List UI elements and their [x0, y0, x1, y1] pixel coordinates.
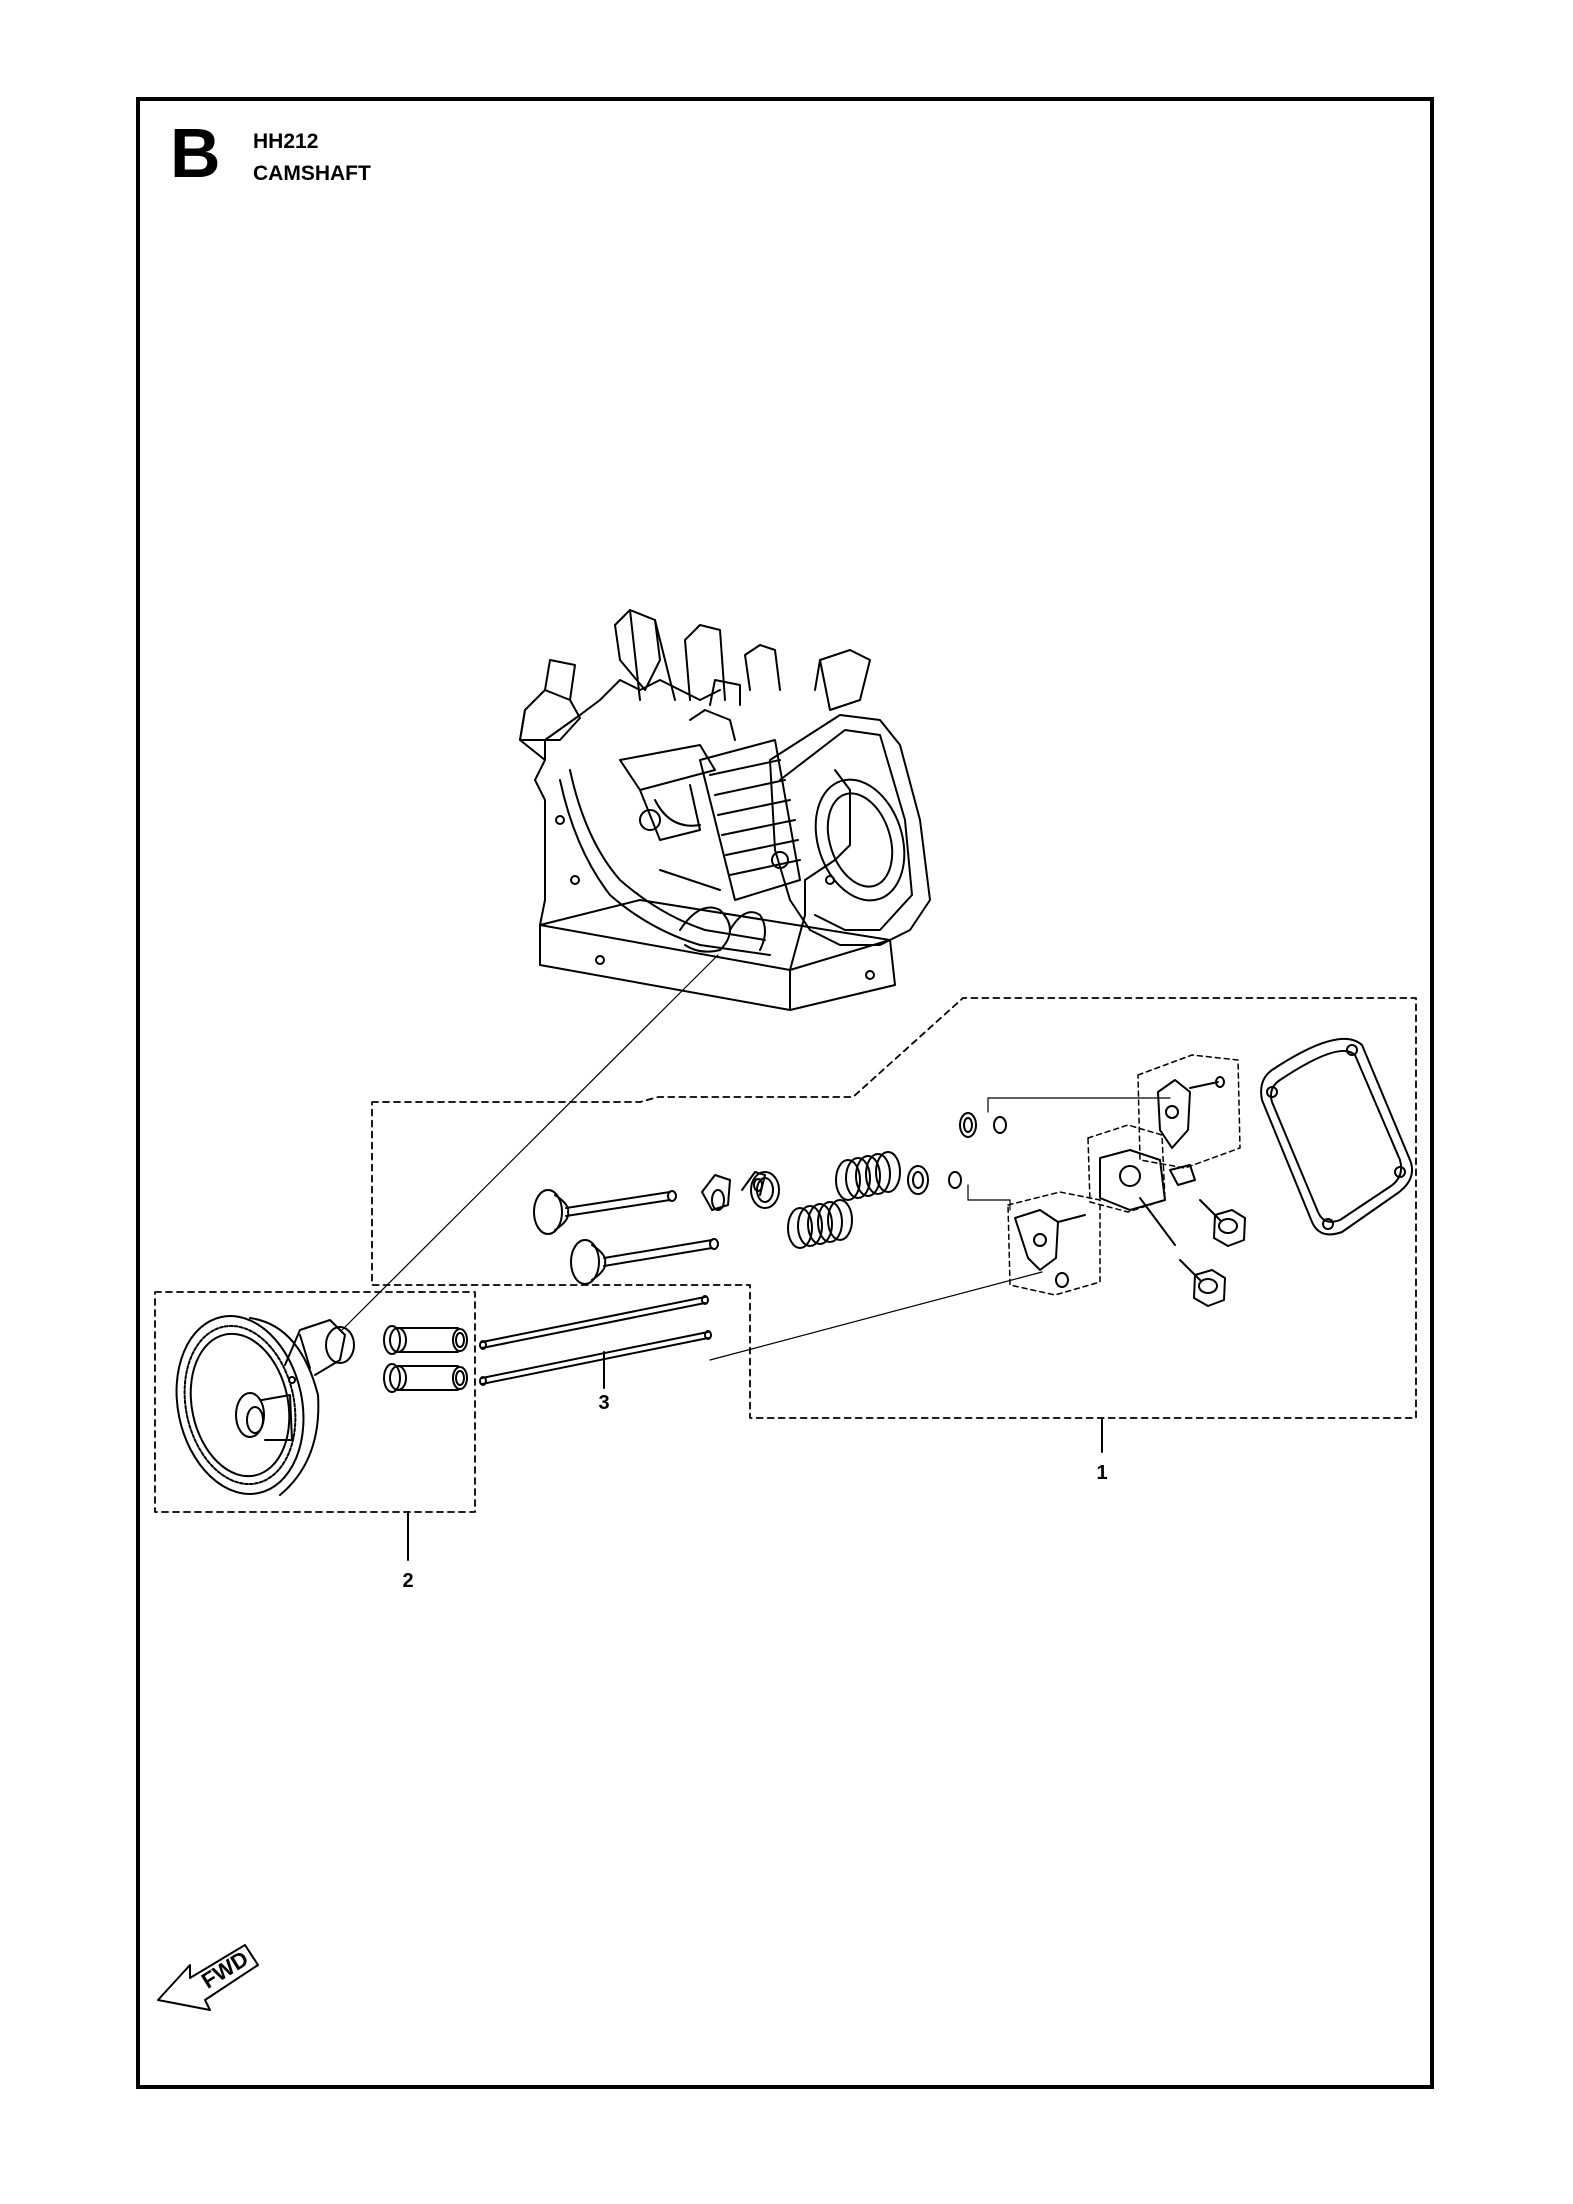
rocker-cover-gasket: [1260, 1037, 1414, 1236]
assembly-line: [709, 1271, 1043, 1361]
valves: [533, 1189, 719, 1285]
page-frame: [136, 97, 1434, 2089]
valve-stem-seal: [701, 1171, 780, 1211]
assembly-line: [341, 954, 719, 1331]
callout-3: 3: [598, 1392, 610, 1414]
callout-2: 2: [402, 1570, 414, 1592]
rocker-pivot-block: [1099, 1149, 1196, 1246]
rocker-arms: [1014, 1076, 1225, 1288]
spring-retainers: [907, 1112, 1007, 1195]
pushrods: [479, 1295, 712, 1386]
valve-springs: [787, 1151, 901, 1249]
model-number: HH212: [253, 130, 319, 153]
camshaft-group-outline: [154, 1291, 476, 1513]
bolts: [1179, 1199, 1246, 1307]
valve-lifters: [383, 1325, 468, 1393]
page-title: CAMSHAFT: [253, 162, 371, 185]
callout-1: 1: [1096, 1462, 1108, 1484]
forward-arrow-icon: [157, 1944, 259, 2011]
valve-train-group-outline: [371, 997, 1417, 1419]
cam-gear: [175, 1315, 355, 1496]
section-letter: B: [170, 114, 221, 192]
engine-block: [519, 609, 931, 1011]
